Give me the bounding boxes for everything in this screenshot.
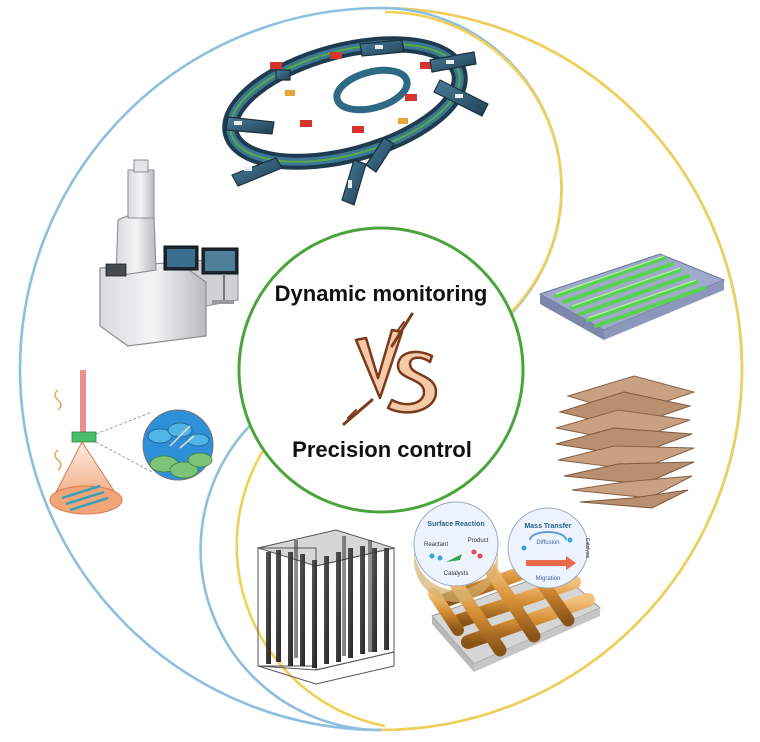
outer-ring-yellow — [380, 6, 744, 732]
versus-graphic — [342, 312, 438, 426]
mass-transfer-inset: Mass Transfer Diffusion Migration Cataly… — [507, 507, 590, 589]
vs-slash-bottom-2 — [347, 409, 357, 419]
mass-transfer-migration: Migration — [536, 576, 561, 582]
vs-slash-top — [390, 312, 414, 348]
surface-reaction-catalysts: Catalysts — [444, 571, 469, 577]
label-dynamic-monitoring: Dynamic monitoring — [274, 281, 488, 306]
columnar-cube-illustration — [256, 529, 396, 685]
label-precision-control: Precision control — [292, 437, 472, 462]
migration-arrow-icon — [526, 556, 576, 570]
surface-reaction-product: Product — [468, 538, 489, 544]
vs-letter-s — [386, 350, 438, 414]
surface-reaction-reactant: Reactant — [424, 542, 448, 548]
electron-microscope-illustration — [99, 159, 239, 347]
mass-transfer-diffusion: Diffusion — [536, 540, 559, 546]
reaction-arrow-icon — [446, 554, 462, 562]
vs-slash-bottom — [342, 398, 374, 426]
mass-transfer-title: Mass Transfer — [524, 523, 571, 530]
synchrotron-illustration — [222, 36, 489, 206]
aligned-nanowire-array-illustration — [538, 253, 726, 340]
vs-slash-top-2 — [397, 321, 405, 331]
surface-reaction-title: Surface Reaction — [427, 521, 484, 528]
mass-transfer-side: Catalysts — [584, 538, 590, 559]
vs-letter-v — [354, 328, 404, 400]
diffusion-arrow-icon — [529, 531, 567, 541]
twisted-layer-stack-illustration — [555, 375, 696, 509]
beam-diffraction-illustration — [49, 370, 214, 515]
surface-reaction-inset: Surface Reaction Reactant Product Cataly… — [413, 501, 499, 602]
